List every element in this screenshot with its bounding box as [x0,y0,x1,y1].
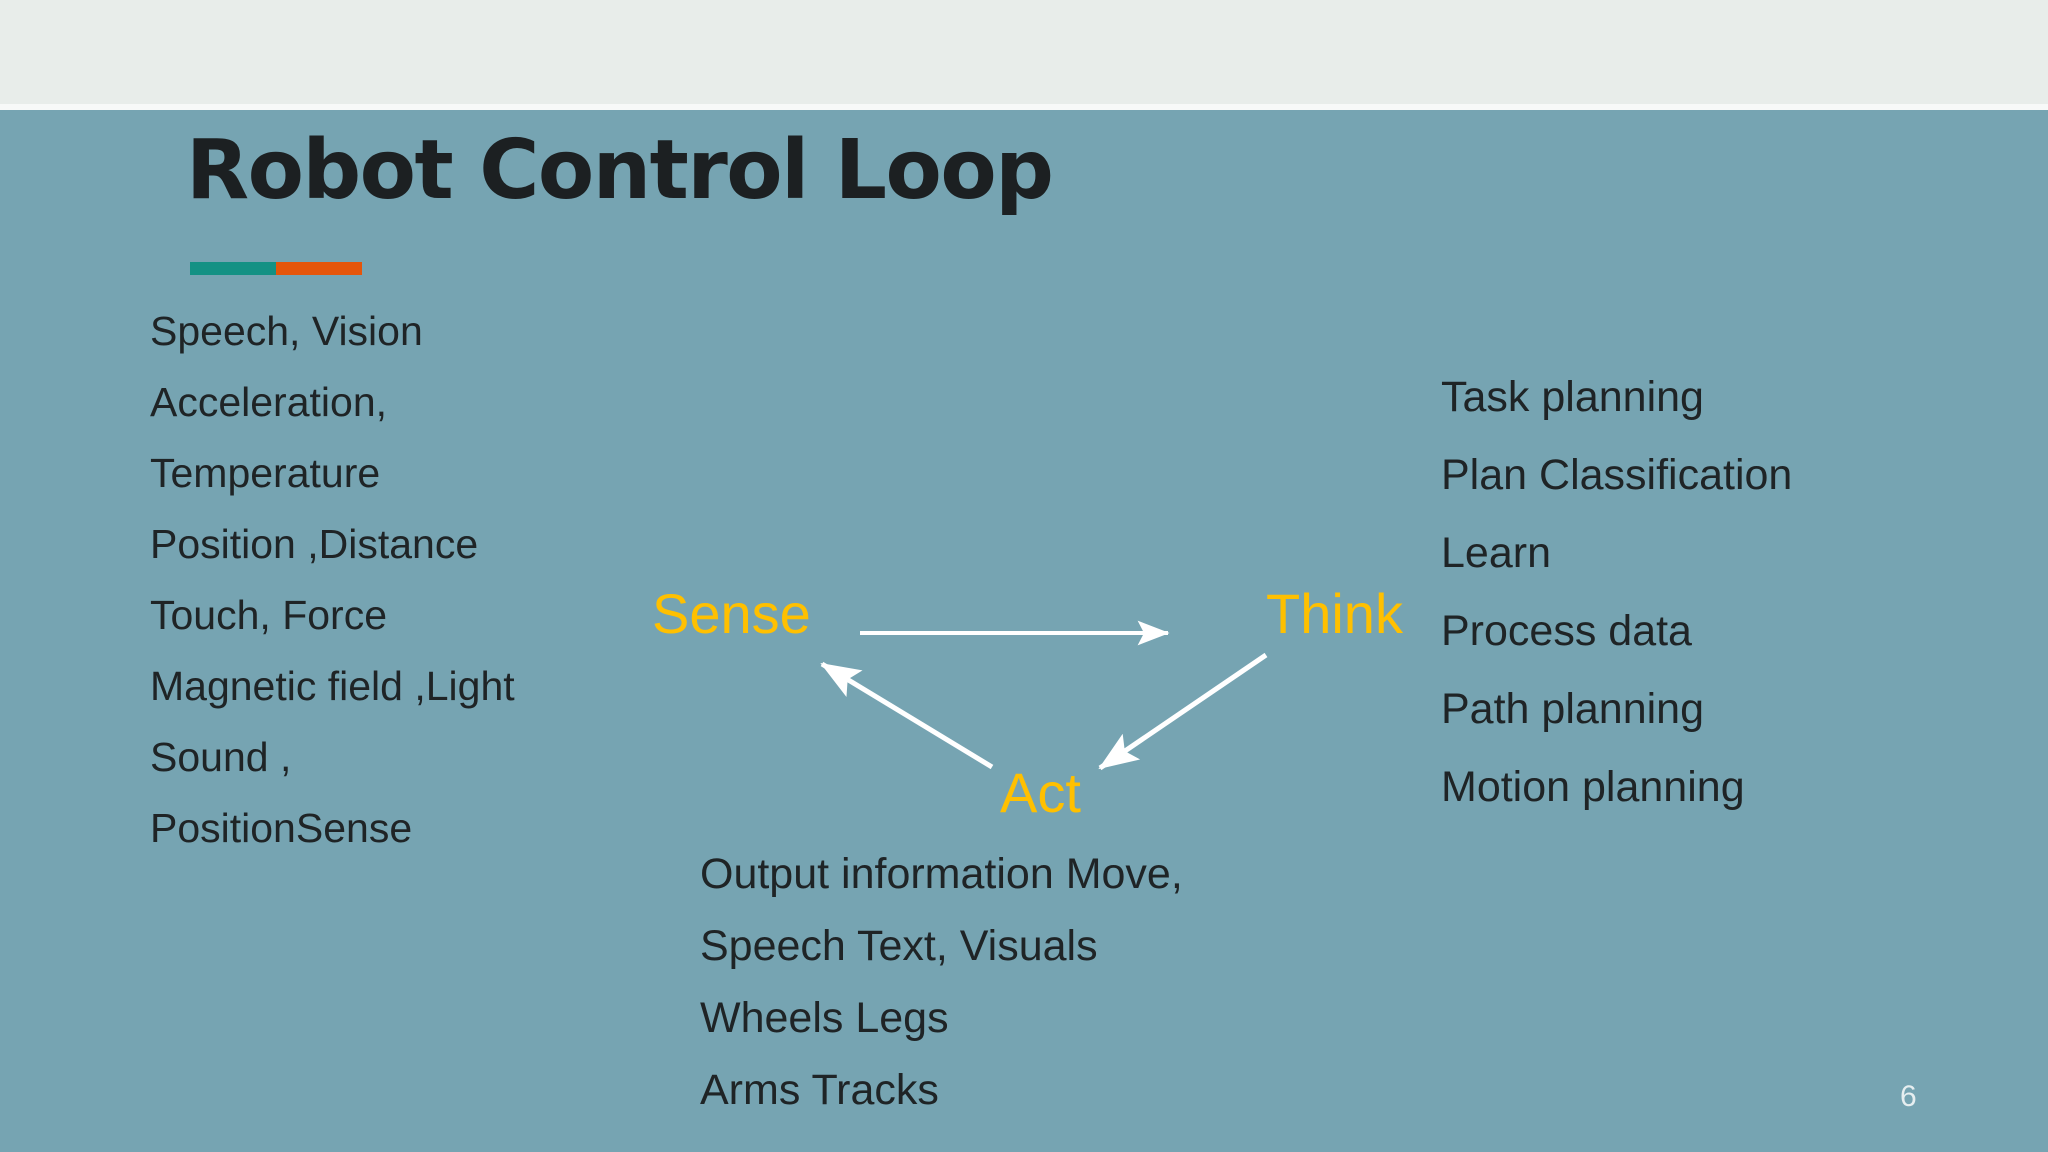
act-outputs-list: Output information Move, Speech Text, Vi… [700,838,1183,1126]
node-label-act: Act [1000,761,1081,824]
list-item: Output information Move, [700,850,1183,898]
accent-underline-bar [190,262,362,275]
list-item: Magnetic field ,Light [150,663,515,709]
list-item: Path planning [1441,685,1704,733]
list-item: Learn [1441,529,1551,577]
list-item: Arms Tracks [700,1066,939,1114]
list-item: Temperature [150,450,381,496]
list-item: Speech Text, Visuals [700,922,1098,970]
band-divider [0,104,2048,110]
list-item: Touch, Force [150,592,387,638]
list-item: Acceleration, [150,379,388,425]
list-item: Position ,Distance [150,521,479,567]
list-item: Wheels Legs [700,994,949,1042]
accent-bar-teal-segment [190,262,276,275]
list-item: Motion planning [1441,763,1745,811]
list-item: Sound , [150,734,292,780]
node-label-sense: Sense [652,582,811,645]
think-functions-list: Task planning Plan Classification Learn … [1441,358,1792,826]
list-item: Task planning [1441,373,1704,421]
sense-inputs-list: Speech, Vision Acceleration, Temperature… [150,296,515,864]
top-band [0,0,2048,104]
page-title: Robot Control Loop [186,123,1054,218]
slide-number: 6 [1900,1080,1917,1113]
list-item: Plan Classification [1441,451,1793,499]
node-label-think: Think [1266,582,1403,645]
list-item: Process data [1441,607,1692,655]
list-item: PositionSense [150,805,413,851]
accent-bar-orange-segment [276,262,362,275]
list-item: Speech, Vision [150,308,423,354]
